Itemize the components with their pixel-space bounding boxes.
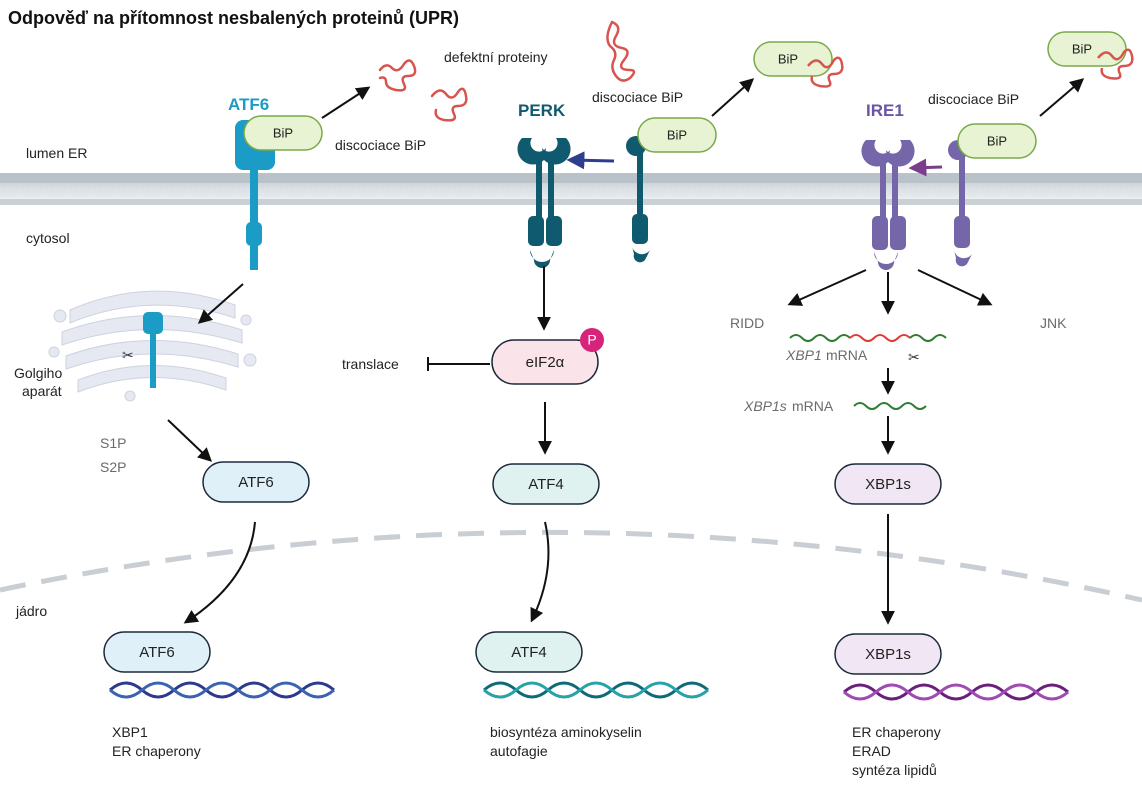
xbp1-mrna-gene: XBP1	[785, 347, 822, 363]
jnk-label: JNK	[1040, 315, 1067, 331]
atf6-nuclear-factor: ATF6	[103, 631, 211, 673]
atf6-to-golgi-arrow	[197, 283, 244, 324]
perk-release-arrow	[711, 78, 755, 117]
xbp1-mrna-suffix: mRNA	[826, 347, 868, 363]
xbp1s-target-2: ERAD	[852, 743, 891, 759]
phospho-badge	[580, 328, 604, 352]
bip-label: BiP	[273, 125, 293, 140]
s2p-label: S2P	[100, 459, 126, 475]
atf4-cytosol-factor: ATF4	[492, 463, 600, 505]
translation-label: translace	[342, 356, 399, 372]
xbp1s-target-3: syntéza lipidů	[852, 762, 937, 778]
atf6-cytosol-factor: ATF6	[202, 461, 310, 503]
nuclear-envelope	[0, 529, 1142, 603]
golgi-label-1: Golgiho	[14, 365, 62, 381]
cytosol-label: cytosol	[26, 230, 70, 246]
ire1-to-jnk-arrow	[917, 269, 993, 306]
atf6-golgi-sensor	[143, 312, 163, 388]
ire1-to-ridd-arrow	[787, 269, 867, 306]
eif2a-label: eIF2α	[526, 354, 565, 371]
ire1-dissociation-label: discociace BiP	[928, 91, 1019, 107]
xbp1s-mrna-suffix: mRNA	[792, 398, 834, 414]
atf4-target-1: biosyntéza aminokyselin	[490, 724, 642, 740]
xbp1s-target-1: ER chaperony	[852, 724, 941, 740]
atf4-cytosol-label: ATF4	[528, 476, 564, 493]
phospho-label: P	[587, 332, 596, 348]
bip-label: BiP	[778, 51, 798, 66]
eif2a-node: eIF2α P	[491, 328, 604, 385]
bip-ire1: BiP	[957, 123, 1037, 159]
atf6-nuclear-label: ATF6	[139, 644, 175, 661]
lumen-label: lumen ER	[26, 145, 87, 161]
golgi-to-atf6-arrow	[167, 419, 213, 462]
perk-sensor-label: PERK	[518, 101, 566, 120]
atf4-nuclear-factor: ATF4	[475, 631, 583, 673]
dna-helix-xbp1s	[843, 683, 1069, 701]
bip-label: BiP	[1072, 41, 1092, 56]
bip-perk: BiP	[637, 117, 717, 153]
dna-helix-atf6	[109, 681, 335, 699]
xbp1s-cytosol-factor: XBP1s	[834, 463, 942, 505]
atf6-target-2: ER chaperony	[112, 743, 201, 759]
page-title: Odpověď na přítomnost nesbalených protei…	[8, 8, 459, 28]
xbp1s-mrna	[853, 402, 927, 410]
bip-atf6: BiP	[243, 115, 323, 151]
atf6-release-arrow	[321, 86, 371, 119]
scissors-icon: ✂	[122, 347, 134, 363]
xbp1-mrna	[789, 334, 947, 342]
s1p-label: S1P	[100, 435, 126, 451]
atf6-cytosol-label: ATF6	[238, 474, 274, 491]
perk-monomer	[626, 136, 650, 263]
bip-label: BiP	[987, 133, 1007, 148]
xbp1s-mrna-gene: XBP1s	[743, 398, 787, 414]
perk-dimer	[517, 138, 571, 268]
atf6-sensor-label: ATF6	[228, 95, 269, 114]
bip-misfolded-complex-ire1: BiP	[1047, 31, 1134, 80]
atf4-target-2: autofagie	[490, 743, 548, 759]
misfolded-protein-icon	[378, 59, 468, 122]
xbp1s-nuclear-label: XBP1s	[865, 646, 911, 663]
atf6-target-1: XBP1	[112, 724, 148, 740]
ire1-sensor-label: IRE1	[866, 101, 904, 120]
xbp1s-nuclear-factor: XBP1s	[834, 633, 942, 675]
perk-dissociation-label: discociace BiP	[592, 89, 683, 105]
er-membrane	[0, 173, 1142, 205]
scissors-icon: ✂	[908, 349, 920, 365]
nucleus-label: jádro	[15, 603, 47, 619]
golgi-label-2: aparát	[22, 383, 62, 399]
atf4-nuclear-arrow	[530, 521, 550, 623]
misfolded-protein-icon	[606, 20, 636, 82]
atf4-nuclear-label: ATF4	[511, 644, 547, 661]
misfolded-label: defektní proteiny	[444, 49, 548, 65]
ire1-release-arrow	[1039, 78, 1085, 117]
golgi-apparatus	[48, 290, 257, 402]
bip-misfolded-complex-perk: BiP	[753, 41, 844, 88]
ridd-label: RIDD	[730, 315, 764, 331]
dna-helix-atf4	[483, 681, 709, 699]
perk-activation-arrow	[566, 151, 615, 170]
atf6-dissociation-label: discociace BiP	[335, 137, 426, 153]
ire1-dimer	[861, 140, 915, 270]
ire1-activation-arrow	[908, 158, 943, 177]
xbp1s-cytosol-label: XBP1s	[865, 476, 911, 493]
bip-label: BiP	[667, 127, 687, 142]
atf6-nuclear-arrow	[183, 521, 256, 624]
